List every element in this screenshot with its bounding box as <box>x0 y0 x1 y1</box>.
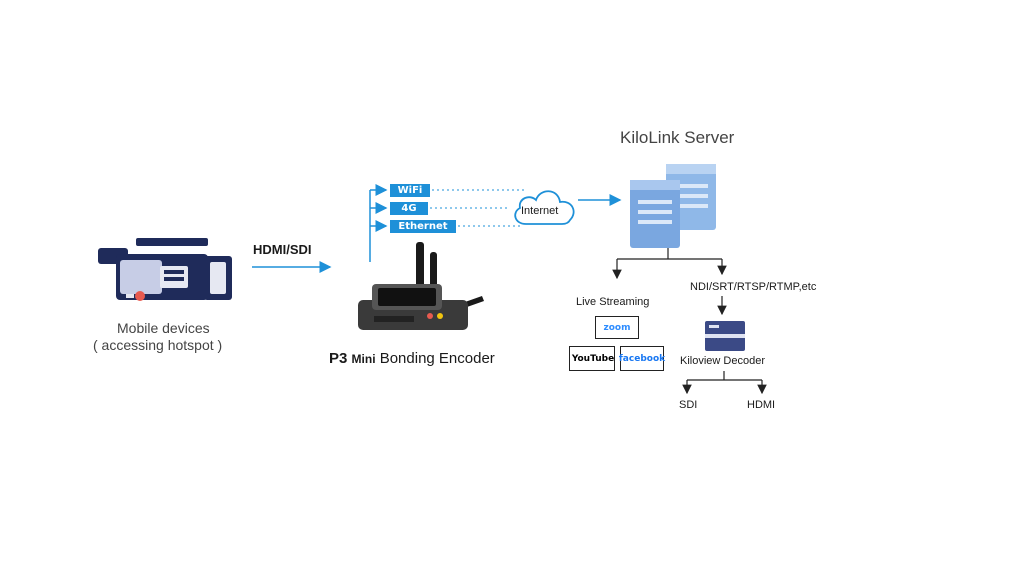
decoder-label: Kiloview Decoder <box>680 355 765 367</box>
network-chip-ethernet: Ethernet <box>390 220 456 233</box>
youtube-logo-text: YouTube <box>571 353 615 364</box>
encoder-name: Bonding Encoder <box>379 350 495 367</box>
video-camera-icon <box>98 238 232 301</box>
protocols-label: NDI/SRT/RTSP/RTMP,etc <box>690 281 817 293</box>
device-label-line2: ( accessing hotspot ) <box>93 337 223 353</box>
internet-label: Internet <box>521 205 559 217</box>
decoder-device-icon <box>705 321 745 351</box>
sdi-output-label: SDI <box>679 399 698 411</box>
server-rack-icon <box>630 164 716 248</box>
cloud-icon <box>514 190 575 225</box>
youtube-logo: YouTube <box>569 346 615 371</box>
live-streaming-label: Live Streaming <box>576 296 650 308</box>
encoder-model-prefix: P3 <box>329 350 348 367</box>
encoder-model-suffix: Mini <box>351 352 376 366</box>
network-chip-4g: 4G <box>390 202 428 215</box>
encoder-title: P3 Mini Bonding Encoder <box>329 350 495 367</box>
encoder-device-icon <box>358 242 484 330</box>
kilolink-server-title: KiloLink Server <box>620 128 735 147</box>
facebook-logo: facebook <box>619 346 665 371</box>
network-chip-wifi: WiFi <box>390 184 430 197</box>
hdmi-sdi-label: HDMI/SDI <box>253 242 312 257</box>
zoom-logo: zoom <box>595 316 639 339</box>
device-label-line1: Mobile devices <box>117 320 210 336</box>
hdmi-output-label: HDMI <box>747 399 776 411</box>
